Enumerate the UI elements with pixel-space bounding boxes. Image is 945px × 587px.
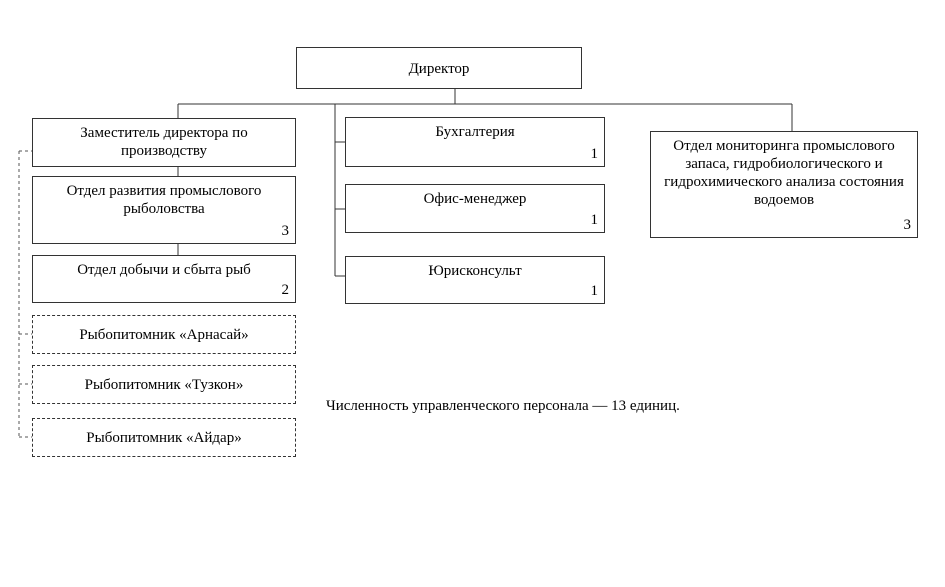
staff-count-note: Численность управленческого персонала — …: [326, 398, 680, 414]
fishing-dev-dept-count: 3: [281, 223, 290, 239]
legal-counsel-count: 1: [590, 283, 599, 299]
deputy-box: Заместитель директора по производству: [32, 118, 296, 167]
fishing-dev-dept-label: Отдел развития промыслового рыболовства: [66, 183, 262, 217]
office-manager-box: Офис-менеджер 1: [345, 184, 605, 233]
accounting-label: Бухгалтерия: [435, 124, 515, 140]
accounting-box: Бухгалтерия 1: [345, 117, 605, 167]
monitoring-dept-label: Отдел мониторинга промыслового запаса, г…: [664, 138, 904, 208]
office-manager-count: 1: [590, 212, 599, 228]
catch-sales-dept-label: Отдел добычи и сбыта рыб: [77, 262, 251, 278]
catch-sales-dept-count: 2: [281, 282, 290, 298]
catch-sales-dept-box: Отдел добычи и сбыта рыб 2: [32, 255, 296, 303]
legal-counsel-box: Юрисконсульт 1: [345, 256, 605, 304]
deputy-label: Заместитель директора по производству: [80, 125, 248, 159]
accounting-count: 1: [590, 146, 599, 162]
hatchery-arnasay-box: Рыбопитомник «Арнасай»: [32, 315, 296, 354]
fishing-dev-dept-box: Отдел развития промыслового рыболовства …: [32, 176, 296, 244]
legal-counsel-label: Юрисконсульт: [428, 263, 522, 279]
director-box: Директор: [296, 47, 582, 89]
monitoring-dept-count: 3: [903, 217, 912, 233]
office-manager-label: Офис-менеджер: [423, 191, 527, 207]
monitoring-dept-box: Отдел мониторинга промыслового запаса, г…: [650, 131, 918, 238]
hatchery-tuzkon-label: Рыбопитомник «Тузкон»: [84, 377, 244, 393]
hatchery-arnasay-label: Рыбопитомник «Арнасай»: [79, 327, 249, 343]
hatchery-aydar-label: Рыбопитомник «Айдар»: [86, 430, 242, 446]
hatchery-aydar-box: Рыбопитомник «Айдар»: [32, 418, 296, 457]
director-label: Директор: [408, 61, 470, 77]
hatchery-tuzkon-box: Рыбопитомник «Тузкон»: [32, 365, 296, 404]
